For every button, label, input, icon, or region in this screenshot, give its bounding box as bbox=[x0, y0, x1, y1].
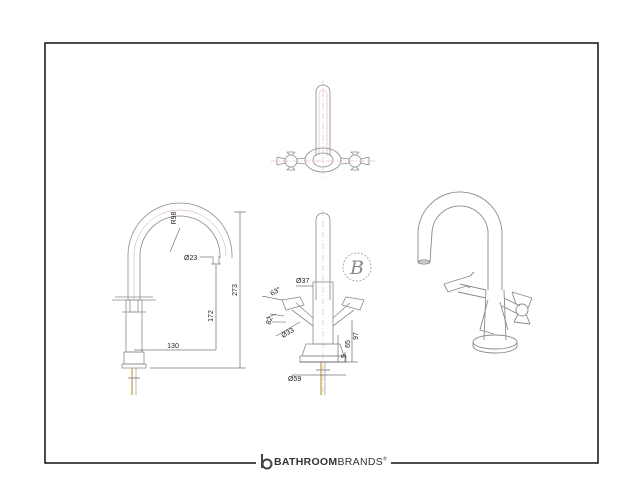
dim-handle-width: 82 bbox=[265, 316, 274, 326]
top-view bbox=[271, 80, 375, 178]
dim-spout-radius: R98 bbox=[171, 211, 178, 224]
side-view bbox=[112, 202, 233, 395]
dim-97: 97 bbox=[353, 332, 360, 340]
monogram-seal: B bbox=[342, 252, 372, 282]
registered-mark: ® bbox=[383, 456, 387, 463]
front-view bbox=[269, 210, 365, 395]
brand-logo: BATHROOMBRANDS® bbox=[256, 452, 391, 472]
front-view-dimensions bbox=[261, 285, 358, 376]
dim-body-diameter: Ø37 bbox=[296, 278, 309, 285]
dim-spout-height: 172 bbox=[208, 310, 215, 322]
side-view-dimensions bbox=[134, 211, 246, 369]
brand-b-icon bbox=[261, 454, 273, 470]
dim-spout-reach: 130 bbox=[167, 343, 179, 350]
brand-name: BATHROOMBRANDS® bbox=[274, 456, 387, 468]
brand-name-light: BRANDS bbox=[337, 456, 384, 468]
dim-65: 65 bbox=[345, 340, 352, 348]
perspective-view bbox=[417, 191, 533, 354]
dim-5: 5 bbox=[341, 354, 348, 358]
dim-handle-angle: 63° bbox=[269, 285, 282, 297]
dim-total-height: 273 bbox=[232, 284, 239, 296]
dim-base-diameter: Ø59 bbox=[288, 376, 301, 383]
monogram-letter: B bbox=[349, 257, 364, 279]
brand-name-bold: BATHROOM bbox=[274, 456, 338, 468]
dim-handle-diameter: Ø33 bbox=[281, 327, 296, 340]
dim-spout-diameter: Ø23 bbox=[184, 255, 197, 262]
